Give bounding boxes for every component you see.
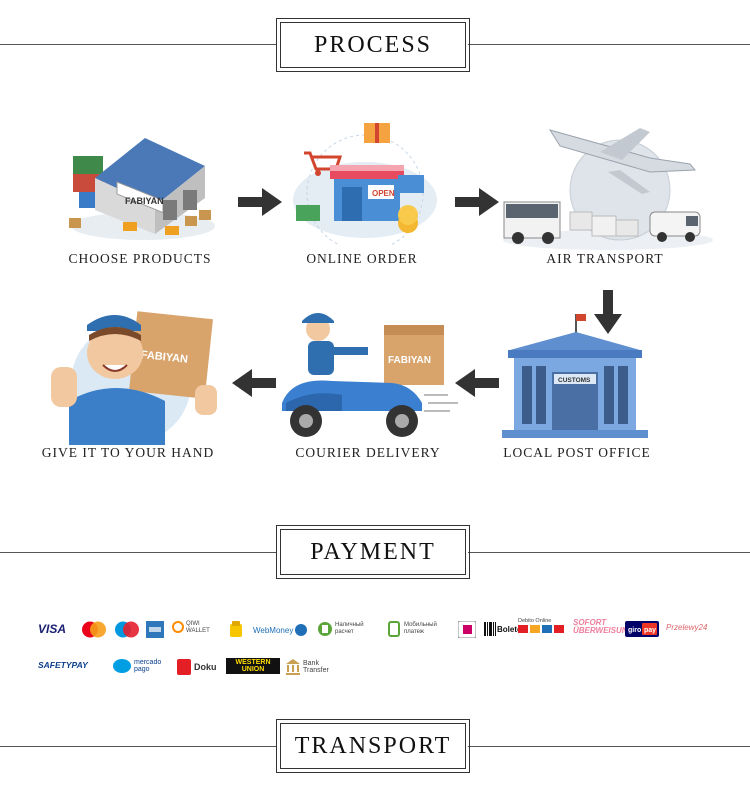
payment-logo-visa: VISA [38,622,66,636]
cash-logo: Наличный расчет [335,622,364,635]
przelewy24-logo: Przelewy24 [666,623,708,632]
mobile-payment-logo: Мобильный платеж [404,622,437,635]
process-heading: PROCESS [276,18,470,72]
courier-scooter-icon: FABIYAN [282,313,458,437]
ideal-logo [458,621,476,638]
doku-icon [177,659,191,675]
debito-online-logo: Debito Online [518,618,552,624]
payment-logo-bank-transfer: Bank Transfer [286,659,333,675]
barcode-icon [484,622,496,636]
payment-divider-left [0,552,276,553]
post-office-building-icon: CUSTOMS [502,314,648,438]
payment-divider-right [468,552,750,553]
arrow-left-icon [455,369,499,401]
svg-text:giro: giro [628,627,641,634]
amex-logo [146,621,164,638]
step-air-transport-illustration [500,120,715,250]
visa-logo: VISA [38,622,67,636]
payment-logo-debito-online: Debito Online [518,618,566,634]
payment-logo-przelewy24: Przelewy24 [666,623,707,632]
payment-logo-ideal [458,621,476,638]
step-local-post-office-illustration: CUSTOMS [500,310,650,442]
mercadopago-icon [113,659,131,673]
payment-logo-western-union: WESTERN UNION [226,658,280,674]
arrow-left-icon [232,369,276,401]
western-union-logo: WESTERN UNION [226,658,280,674]
qiwi-logo: QIWI WALLET [186,621,210,634]
process-heading-text: PROCESS [313,31,433,58]
step-online-order-illustration: OPEN [290,115,440,252]
webmoney-globe-icon [295,624,308,636]
transport-divider-right [468,746,750,747]
mobile-payment-icon [388,621,400,637]
payment-logo-mercadopago: mercado pago [112,658,168,674]
process-divider-left [0,44,276,45]
online-shop-icon: OPEN [293,123,437,252]
step-online-order-label: ONLINE ORDER [306,251,418,266]
customs-sign-text: CUSTOMS [558,377,591,384]
step-choose-products-illustration: FABIYAN [65,118,220,243]
step-air-transport-label: AIR TRANSPORT [546,251,664,266]
arrow-down-icon [594,290,622,338]
mastercard-logo [82,621,106,638]
step-give-it-to-your-hand-label: GIVE IT TO YOUR HAND [41,445,215,460]
step-courier-delivery-illustration: FABIYAN [272,285,462,445]
webmoney-logo: WebMoney [253,625,294,635]
safetypay-logo: SAFETYPAY [38,660,88,670]
payment-heading: PAYMENT [276,525,470,579]
transport-divider-left [0,746,276,747]
payment-logo-safetypay: SAFETYPAY [38,660,88,670]
payment-logo-qiwi: QIWI WALLET [172,621,214,635]
payment-logo-webmoney: WebMoney [253,623,308,637]
boleto-logo: Boleto [497,624,522,634]
courier-box-text: FABIYAN [388,355,431,366]
yandex-wallet-logo [230,621,242,637]
open-sign-text: OPEN [372,189,395,198]
payment-logo-yandex [229,620,243,638]
qiwi-icon [172,621,184,633]
doku-logo: Doku [194,662,217,672]
payment-logo-mastercard [80,621,108,638]
step-local-post-office-label: LOCAL POST OFFICE [503,445,651,460]
transport-heading: TRANSPORT [276,719,470,773]
step-choose-products-label: CHOOSE PRODUCTS [68,251,212,266]
payment-logo-sofort: SOFORT ÜBERWEISUNG [573,618,634,635]
mercadopago-logo: mercado pago [134,659,162,673]
payment-logo-mobile: Мобильный платеж [386,621,444,637]
bank-icon [286,659,300,675]
hand-box-text: FABIYAN [140,349,188,366]
warehouse-sign-text: FABIYAN [125,196,164,206]
process-divider-right [468,44,750,45]
payment-logo-boleto: Boleto [484,622,522,636]
arrow-right-icon [455,188,499,220]
payment-logo-amex [146,621,164,638]
delivery-man-icon: FABIYAN [51,311,217,445]
payment-logo-maestro [113,621,141,638]
bank-transfer-logo: Bank Transfer [303,660,329,674]
maestro-logo [115,621,139,638]
payment-logo-cash: Наличный расчет [317,621,371,637]
transport-heading-text: TRANSPORT [294,732,452,759]
svg-text:pay: pay [644,627,656,634]
cash-icon [318,622,332,636]
payment-heading-text: PAYMENT [310,538,436,565]
arrow-right-icon [238,188,282,220]
step-courier-delivery-label: COURIER DELIVERY [295,445,441,460]
airplane-truck-icon [503,128,713,250]
sofort-logo: SOFORT ÜBERWEISUNG [573,618,634,635]
warehouse-icon: FABIYAN [69,138,215,240]
payment-logo-doku: Doku [177,659,217,675]
step-give-it-to-your-hand-illustration: FABIYAN [45,305,220,445]
bank-logos-icon [518,625,564,633]
